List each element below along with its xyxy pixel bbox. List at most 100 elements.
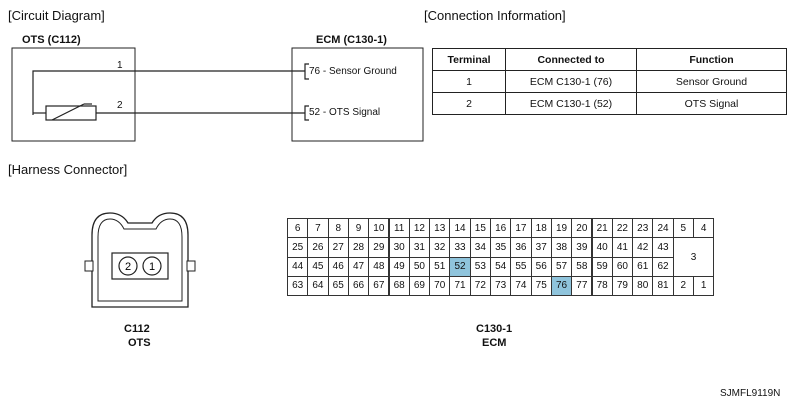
table-cell: OTS Signal bbox=[636, 92, 787, 115]
ots-label: OTS (C112) bbox=[22, 34, 81, 46]
harness-connector-title: [Harness Connector] bbox=[8, 162, 128, 177]
ecm-pin-50: 50 bbox=[408, 256, 431, 277]
ecm-pin-70: 70 bbox=[429, 275, 451, 296]
ecm-pin-65: 65 bbox=[327, 275, 349, 296]
c112-connector: 2 1 bbox=[84, 212, 196, 308]
table-cell: 2 bbox=[432, 92, 506, 115]
ecm-pin-13: 13 bbox=[429, 218, 451, 239]
table-cell: ECM C130-1 (52) bbox=[505, 92, 637, 115]
ecm-pin-76-bracket bbox=[304, 63, 309, 80]
ecm-pin-34: 34 bbox=[469, 237, 491, 258]
ecm-pin-32: 32 bbox=[429, 237, 451, 258]
ecm-pin-19: 19 bbox=[550, 218, 573, 239]
ecm-pin-42: 42 bbox=[632, 237, 654, 258]
ecm-pin-74: 74 bbox=[510, 275, 532, 296]
connection-info-title: [Connection Information] bbox=[424, 8, 566, 23]
header-connected-to: Connected to bbox=[505, 48, 637, 71]
ecm-pin-56: 56 bbox=[530, 256, 552, 277]
c112-pin-2-label: 2 bbox=[125, 261, 131, 273]
ecm-pin-78: 78 bbox=[591, 275, 613, 296]
ecm-pin-75: 75 bbox=[530, 275, 552, 296]
c112-pin-1 bbox=[142, 256, 162, 276]
ecm-pin-72: 72 bbox=[469, 275, 491, 296]
ecm-pin-64: 64 bbox=[307, 275, 329, 296]
thermistor-arrow bbox=[51, 103, 85, 121]
ecm-pin-31: 31 bbox=[408, 237, 431, 258]
c112-housing-inner bbox=[97, 218, 183, 302]
ecm-pin-15: 15 bbox=[469, 218, 491, 239]
ecm-connector-code: C130-1 bbox=[476, 323, 513, 335]
ecm-pin-5: 5 bbox=[672, 218, 694, 239]
ecm-pin-81: 81 bbox=[652, 275, 674, 296]
table-cell: 1 bbox=[432, 70, 506, 93]
ecm-pin-29: 29 bbox=[368, 237, 390, 258]
ecm-pin-55: 55 bbox=[510, 256, 532, 277]
table-row: 2 ECM C130-1 (52) OTS Signal bbox=[432, 92, 787, 115]
ecm-pin-41: 41 bbox=[611, 237, 634, 258]
ecm-pin-7: 7 bbox=[307, 218, 329, 239]
ecm-pin-14: 14 bbox=[449, 218, 471, 239]
ecm-pin-10: 10 bbox=[368, 218, 390, 239]
ecm-pin-16: 16 bbox=[490, 218, 512, 239]
ecm-pin-24: 24 bbox=[652, 218, 674, 239]
wire-1-pin: 1 bbox=[117, 60, 123, 71]
ecm-pin-52-label: 52 - OTS Signal bbox=[309, 107, 381, 118]
ecm-pin-73: 73 bbox=[490, 275, 512, 296]
ecm-pin-9: 9 bbox=[347, 218, 370, 239]
ecm-label: ECM (C130-1) bbox=[316, 34, 387, 46]
ecm-pin-44: 44 bbox=[287, 256, 309, 277]
header-function: Function bbox=[636, 48, 787, 71]
ecm-pin-54: 54 bbox=[490, 256, 512, 277]
ecm-pin-40: 40 bbox=[591, 237, 613, 258]
ecm-pin-11: 11 bbox=[388, 218, 410, 239]
ecm-pin-63: 63 bbox=[287, 275, 309, 296]
ecm-pin-52: 52 bbox=[449, 256, 471, 277]
ecm-pin-36: 36 bbox=[510, 237, 532, 258]
ecm-pin-8: 8 bbox=[327, 218, 349, 239]
ecm-pin-51: 51 bbox=[429, 256, 451, 277]
ecm-pin-49: 49 bbox=[388, 256, 410, 277]
ecm-pin-37: 37 bbox=[530, 237, 552, 258]
ecm-pin-76: 76 bbox=[550, 275, 573, 296]
ecm-pin-12: 12 bbox=[408, 218, 431, 239]
table-row: 1 ECM C130-1 (76) Sensor Ground bbox=[432, 70, 787, 93]
ecm-pin-62: 62 bbox=[652, 256, 674, 277]
ecm-pin-66: 66 bbox=[347, 275, 370, 296]
ecm-pin-47: 47 bbox=[347, 256, 370, 277]
ecm-pin-30: 30 bbox=[388, 237, 410, 258]
ecm-pin-3: 3 bbox=[672, 237, 715, 277]
ecm-pin-52-bracket bbox=[304, 105, 309, 121]
ecm-pin-28: 28 bbox=[347, 237, 370, 258]
ecm-pin-23: 23 bbox=[632, 218, 654, 239]
ecm-pin-38: 38 bbox=[550, 237, 573, 258]
header-terminal: Terminal bbox=[432, 48, 506, 71]
ecm-pin-77: 77 bbox=[571, 275, 593, 296]
ecm-pin-79: 79 bbox=[611, 275, 634, 296]
ecm-pin-33: 33 bbox=[449, 237, 471, 258]
ecm-pin-57: 57 bbox=[550, 256, 573, 277]
ecm-pin-6: 6 bbox=[287, 218, 309, 239]
circuit-diagram bbox=[11, 47, 424, 142]
ecm-pin-1: 1 bbox=[693, 275, 715, 296]
ots-box bbox=[11, 47, 136, 142]
ecm-pin-43: 43 bbox=[652, 237, 674, 258]
ecm-pin-17: 17 bbox=[510, 218, 532, 239]
ecm-pin-20: 20 bbox=[571, 218, 593, 239]
wire-2-pin: 2 bbox=[117, 100, 123, 111]
ecm-pin-61: 61 bbox=[632, 256, 654, 277]
ecm-pin-45: 45 bbox=[307, 256, 329, 277]
ecm-pin-69: 69 bbox=[408, 275, 431, 296]
ecm-pin-35: 35 bbox=[490, 237, 512, 258]
ecm-connector-name: ECM bbox=[482, 337, 507, 349]
ecm-pin-2: 2 bbox=[672, 275, 694, 296]
ecm-pin-80: 80 bbox=[632, 275, 654, 296]
connection-table: Terminal Connected to Function 1 ECM C13… bbox=[432, 48, 787, 115]
ecm-pin-76-label: 76 - Sensor Ground bbox=[309, 66, 397, 77]
ecm-pin-59: 59 bbox=[591, 256, 613, 277]
ecm-pin-67: 67 bbox=[368, 275, 390, 296]
ecm-pin-58: 58 bbox=[571, 256, 593, 277]
ecm-pin-27: 27 bbox=[327, 237, 349, 258]
ecm-pin-68: 68 bbox=[388, 275, 410, 296]
ecm-pin-18: 18 bbox=[530, 218, 552, 239]
